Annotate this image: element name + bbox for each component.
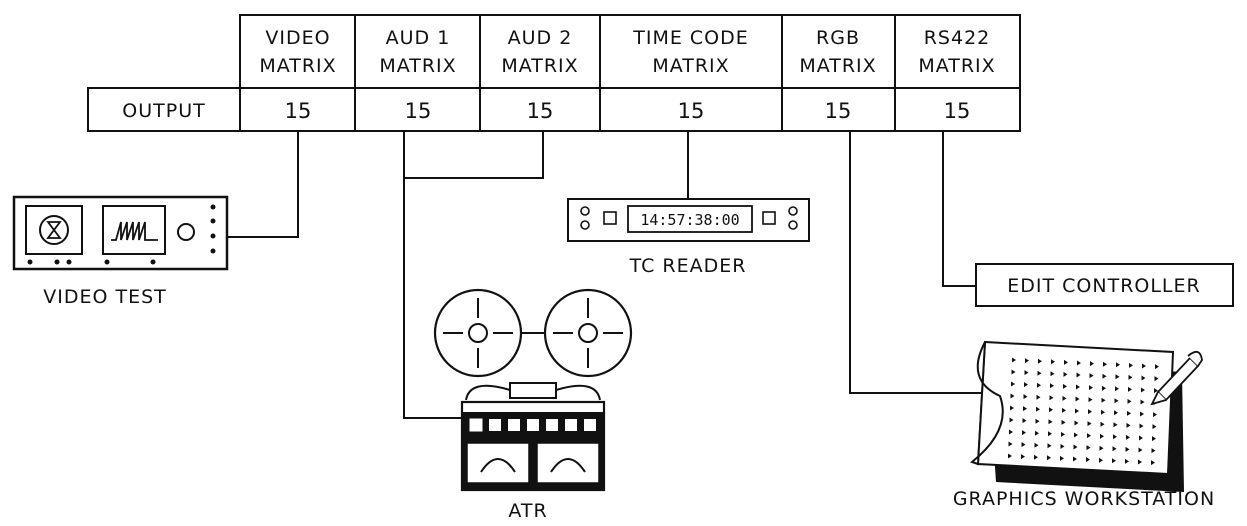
header-rgb-line1: RGB xyxy=(816,27,860,49)
header-rgb-line2: MATRIX xyxy=(799,55,876,77)
rgb-connection-line xyxy=(850,131,985,393)
tc-display-value: 14:57:38:00 xyxy=(640,211,739,229)
status-dot-icon xyxy=(67,260,72,265)
status-dot-icon xyxy=(55,260,60,265)
connections xyxy=(225,131,985,418)
video-output-value: 15 xyxy=(285,99,312,123)
atr-label: ATR xyxy=(508,500,547,522)
vu-meter-left-icon xyxy=(467,443,529,483)
header-aud1-line2: MATRIX xyxy=(379,55,456,77)
output-label: OUTPUT xyxy=(122,100,205,122)
waveform-screen-icon xyxy=(103,206,165,254)
tc-button-icon xyxy=(789,207,797,215)
atr-button-icon xyxy=(527,419,539,431)
header-rs422-line2: MATRIX xyxy=(918,55,995,77)
video-test-label: VIDEO TEST xyxy=(43,286,167,308)
atr-button-icon xyxy=(470,419,482,431)
graphics-workstation-device: GRAPHICS WORKSTATION xyxy=(953,342,1215,510)
header-aud2-line1: AUD 2 xyxy=(508,27,573,49)
tc-switch-icon xyxy=(763,212,775,224)
rgb-output-value: 15 xyxy=(825,99,852,123)
right-reel-hub-icon xyxy=(579,324,597,342)
connector-dot-icon xyxy=(211,205,216,210)
edit-controller-device: EDIT CONTROLLER xyxy=(976,264,1233,306)
status-dot-icon xyxy=(151,260,156,265)
tape-path-left xyxy=(466,386,510,400)
tape-path-right xyxy=(556,386,600,400)
status-dot-icon xyxy=(105,260,110,265)
header-cell-rs422 xyxy=(895,15,1020,88)
tablet-surface xyxy=(978,342,1173,474)
connector-dot-icon xyxy=(211,234,216,239)
tc-button-icon xyxy=(581,221,589,229)
video-connection-line xyxy=(225,131,298,237)
rs422-connection-line xyxy=(943,131,976,286)
atr-button-icon xyxy=(565,419,577,431)
vu-meter-right-icon xyxy=(537,443,599,483)
atr-button-icon xyxy=(489,419,501,431)
header-cell-video xyxy=(240,15,355,88)
rs422-output-value: 15 xyxy=(944,99,971,123)
atr-button-icon xyxy=(546,419,558,431)
left-reel-hub-icon xyxy=(469,324,487,342)
header-video-line1: VIDEO xyxy=(265,27,330,49)
video-test-device: VIDEO TEST xyxy=(14,197,227,308)
connector-dot-icon xyxy=(211,219,216,224)
header-aud2-line2: MATRIX xyxy=(501,55,578,77)
knob-icon xyxy=(178,224,194,240)
audio-bridge-line xyxy=(404,131,543,178)
tc-reader-label: TC READER xyxy=(629,255,747,277)
connector-dot-icon xyxy=(211,249,216,254)
header-timecode-line1: TIME CODE xyxy=(632,27,749,49)
header-cell-timecode xyxy=(600,15,782,88)
status-dot-icon xyxy=(28,260,33,265)
tc-switch-icon xyxy=(604,212,616,224)
atr-device: ATR xyxy=(435,290,631,522)
aud2-output-value: 15 xyxy=(527,99,554,123)
header-rs422-line1: RS422 xyxy=(924,27,991,49)
tc-button-icon xyxy=(581,207,589,215)
matrix-table: VIDEO MATRIX AUD 1 MATRIX AUD 2 MATRIX T… xyxy=(88,15,1020,131)
tc-button-icon xyxy=(789,221,797,229)
atr-button-icon xyxy=(584,419,596,431)
header-cell-rgb xyxy=(782,15,895,88)
edit-controller-label: EDIT CONTROLLER xyxy=(1007,275,1200,297)
header-aud1-line1: AUD 1 xyxy=(386,27,451,49)
tc-reader-device: 14:57:38:00 TC READER xyxy=(568,199,809,277)
graphics-workstation-label: GRAPHICS WORKSTATION xyxy=(953,488,1215,510)
header-cell-aud1 xyxy=(355,15,480,88)
tape-head-icon xyxy=(510,383,556,398)
header-video-line2: MATRIX xyxy=(259,55,336,77)
aud1-output-value: 15 xyxy=(405,99,432,123)
header-cell-aud2 xyxy=(480,15,600,88)
atr-button-icon xyxy=(508,419,520,431)
header-timecode-line2: MATRIX xyxy=(652,55,729,77)
timecode-output-value: 15 xyxy=(678,99,705,123)
